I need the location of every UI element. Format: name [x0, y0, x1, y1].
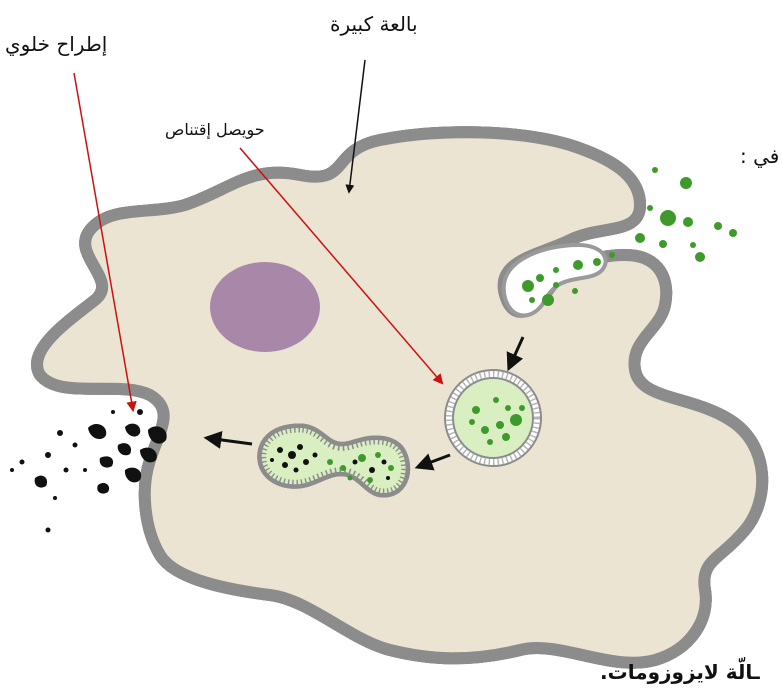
- label-exocytosis: إطراح خلوي: [5, 32, 107, 56]
- macrophage-cell: [37, 132, 762, 663]
- nucleus: [210, 262, 320, 352]
- label-macrophage: بالعة كبيرة: [330, 12, 418, 36]
- phagosome: [449, 374, 537, 462]
- label-cutoff-bottom: ـالّة لايزوزومات.: [600, 660, 760, 684]
- label-cutoff-right: ا في :: [740, 144, 782, 168]
- label-phagocytic-vesicle: حويصل إقتناص: [165, 120, 265, 139]
